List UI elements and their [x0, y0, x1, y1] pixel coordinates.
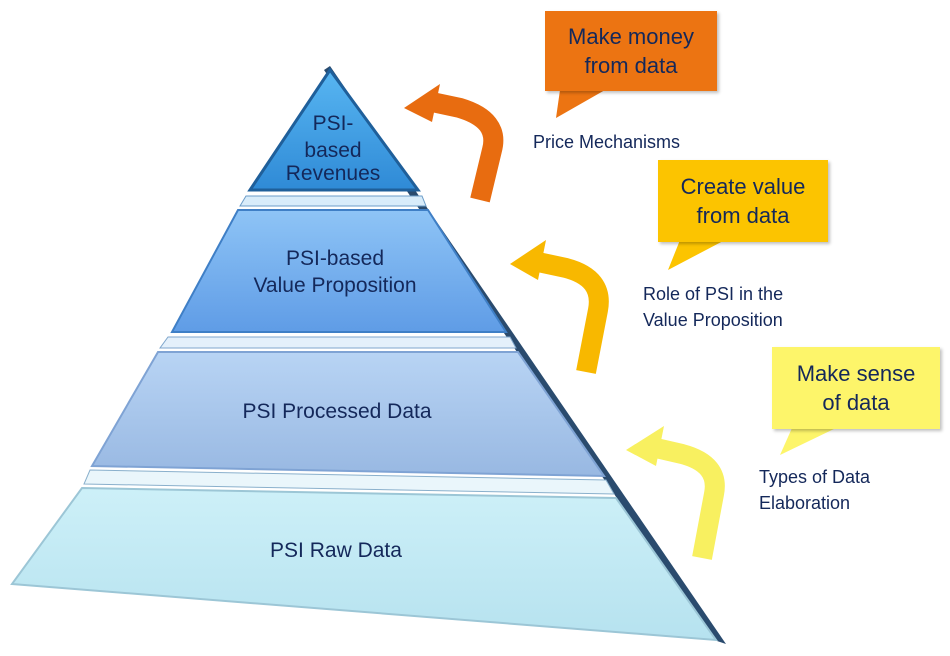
- callout-make-money: Make money from data: [545, 11, 717, 91]
- callout-tail: [668, 240, 725, 270]
- label-line: Role of PSI in the: [643, 284, 784, 304]
- label-line: Types of Data: [759, 467, 871, 487]
- callout-line: of data: [822, 390, 890, 415]
- label-role-of-psi: Role of PSI in the Value Proposition: [643, 281, 783, 333]
- tier-separator: [239, 195, 427, 207]
- label-price-mechanisms: Price Mechanisms: [533, 129, 680, 155]
- callout-line: Make sense: [796, 361, 916, 386]
- callout-line: Create value: [680, 174, 806, 199]
- label-line: Elaboration: [759, 493, 851, 513]
- tier-label-processed-data: PSI Processed Data: [242, 400, 431, 423]
- callout-line: from data: [584, 53, 678, 78]
- callout-tail: [556, 90, 605, 118]
- curved-arrow-icon: [510, 240, 609, 374]
- label-types-of-data: Types of Data Elaboration: [759, 464, 870, 516]
- callout-make-sense: Make sense of data: [772, 347, 940, 429]
- tier-separator: [159, 336, 517, 349]
- tier-raw-data: [10, 486, 719, 642]
- tier-label-raw-data: PSI Raw Data: [270, 539, 402, 562]
- callout-tail: [780, 428, 836, 455]
- tier-value-proposition: [170, 209, 508, 333]
- tier-separator: [83, 469, 615, 495]
- label-line: Price Mechanisms: [533, 132, 681, 152]
- curved-arrow-icon: [626, 426, 725, 560]
- callout-create-value: Create value from data: [658, 160, 828, 242]
- label-line: Value Proposition: [643, 310, 783, 330]
- callout-line: from data: [696, 203, 790, 228]
- curved-arrow-icon: [404, 84, 504, 203]
- tier-revenues: [247, 67, 421, 192]
- callout-line: Make money: [568, 24, 694, 49]
- tier-processed-data: [90, 351, 606, 478]
